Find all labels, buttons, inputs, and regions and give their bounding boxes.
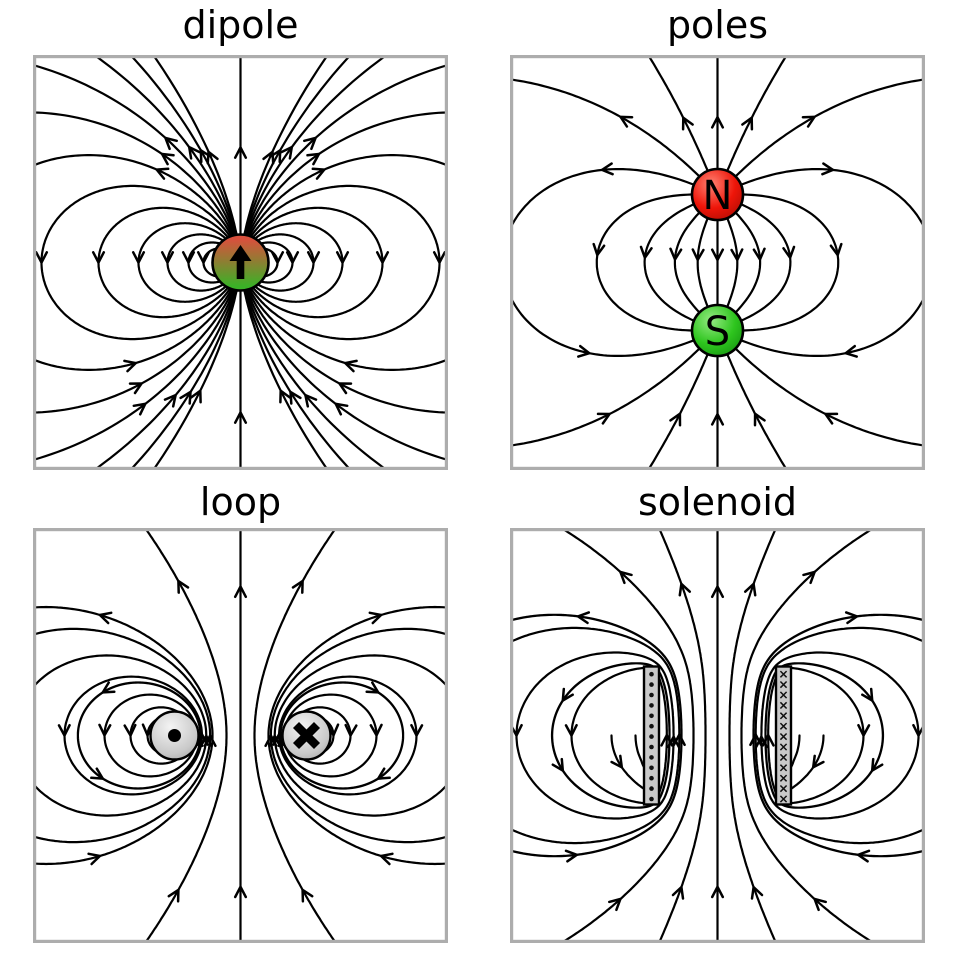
solenoid-right-bar-marker [774,665,793,806]
panel-title-loop: loop [199,480,282,524]
field-lines-loop [33,528,448,943]
panel-title-dipole: dipole [182,3,299,47]
current-out-dot-icon [168,729,181,742]
dipole-field-panel [33,55,448,470]
south-pole-marker: S [690,303,745,358]
solenoid-right-bar [774,665,793,806]
solenoid-left-bar-marker [642,665,661,806]
panel-frame [33,55,448,470]
panel-frame [510,528,925,943]
dipole-marker [211,233,270,292]
panel-frame [33,528,448,943]
current-in-cross-icon [292,721,321,750]
panel-title-poles: poles [666,3,769,47]
north-pole-label: N [703,173,733,219]
field-lines-solenoid [510,528,925,943]
south-pole-ball [690,303,745,358]
north-pole-marker: N [690,167,745,222]
solenoid-field-panel [510,528,925,943]
panel-title-solenoid: solenoid [638,480,797,524]
field-lines-poles [510,55,925,470]
north-pole-ball [690,167,745,222]
solenoid-right-bar-crosses-icon [779,670,788,803]
solenoid-left-bar-dots-icon [649,671,654,802]
loop-wire-in-marker [281,710,332,761]
panel-frame [510,55,925,470]
dipole-moment-arrow-icon [229,245,252,279]
field-lines-dipole [33,55,448,470]
poles-field-panel: N S [510,55,925,470]
loop-wire-out-marker [149,710,200,761]
south-pole-label: S [705,309,730,355]
loop-field-panel [33,528,448,943]
